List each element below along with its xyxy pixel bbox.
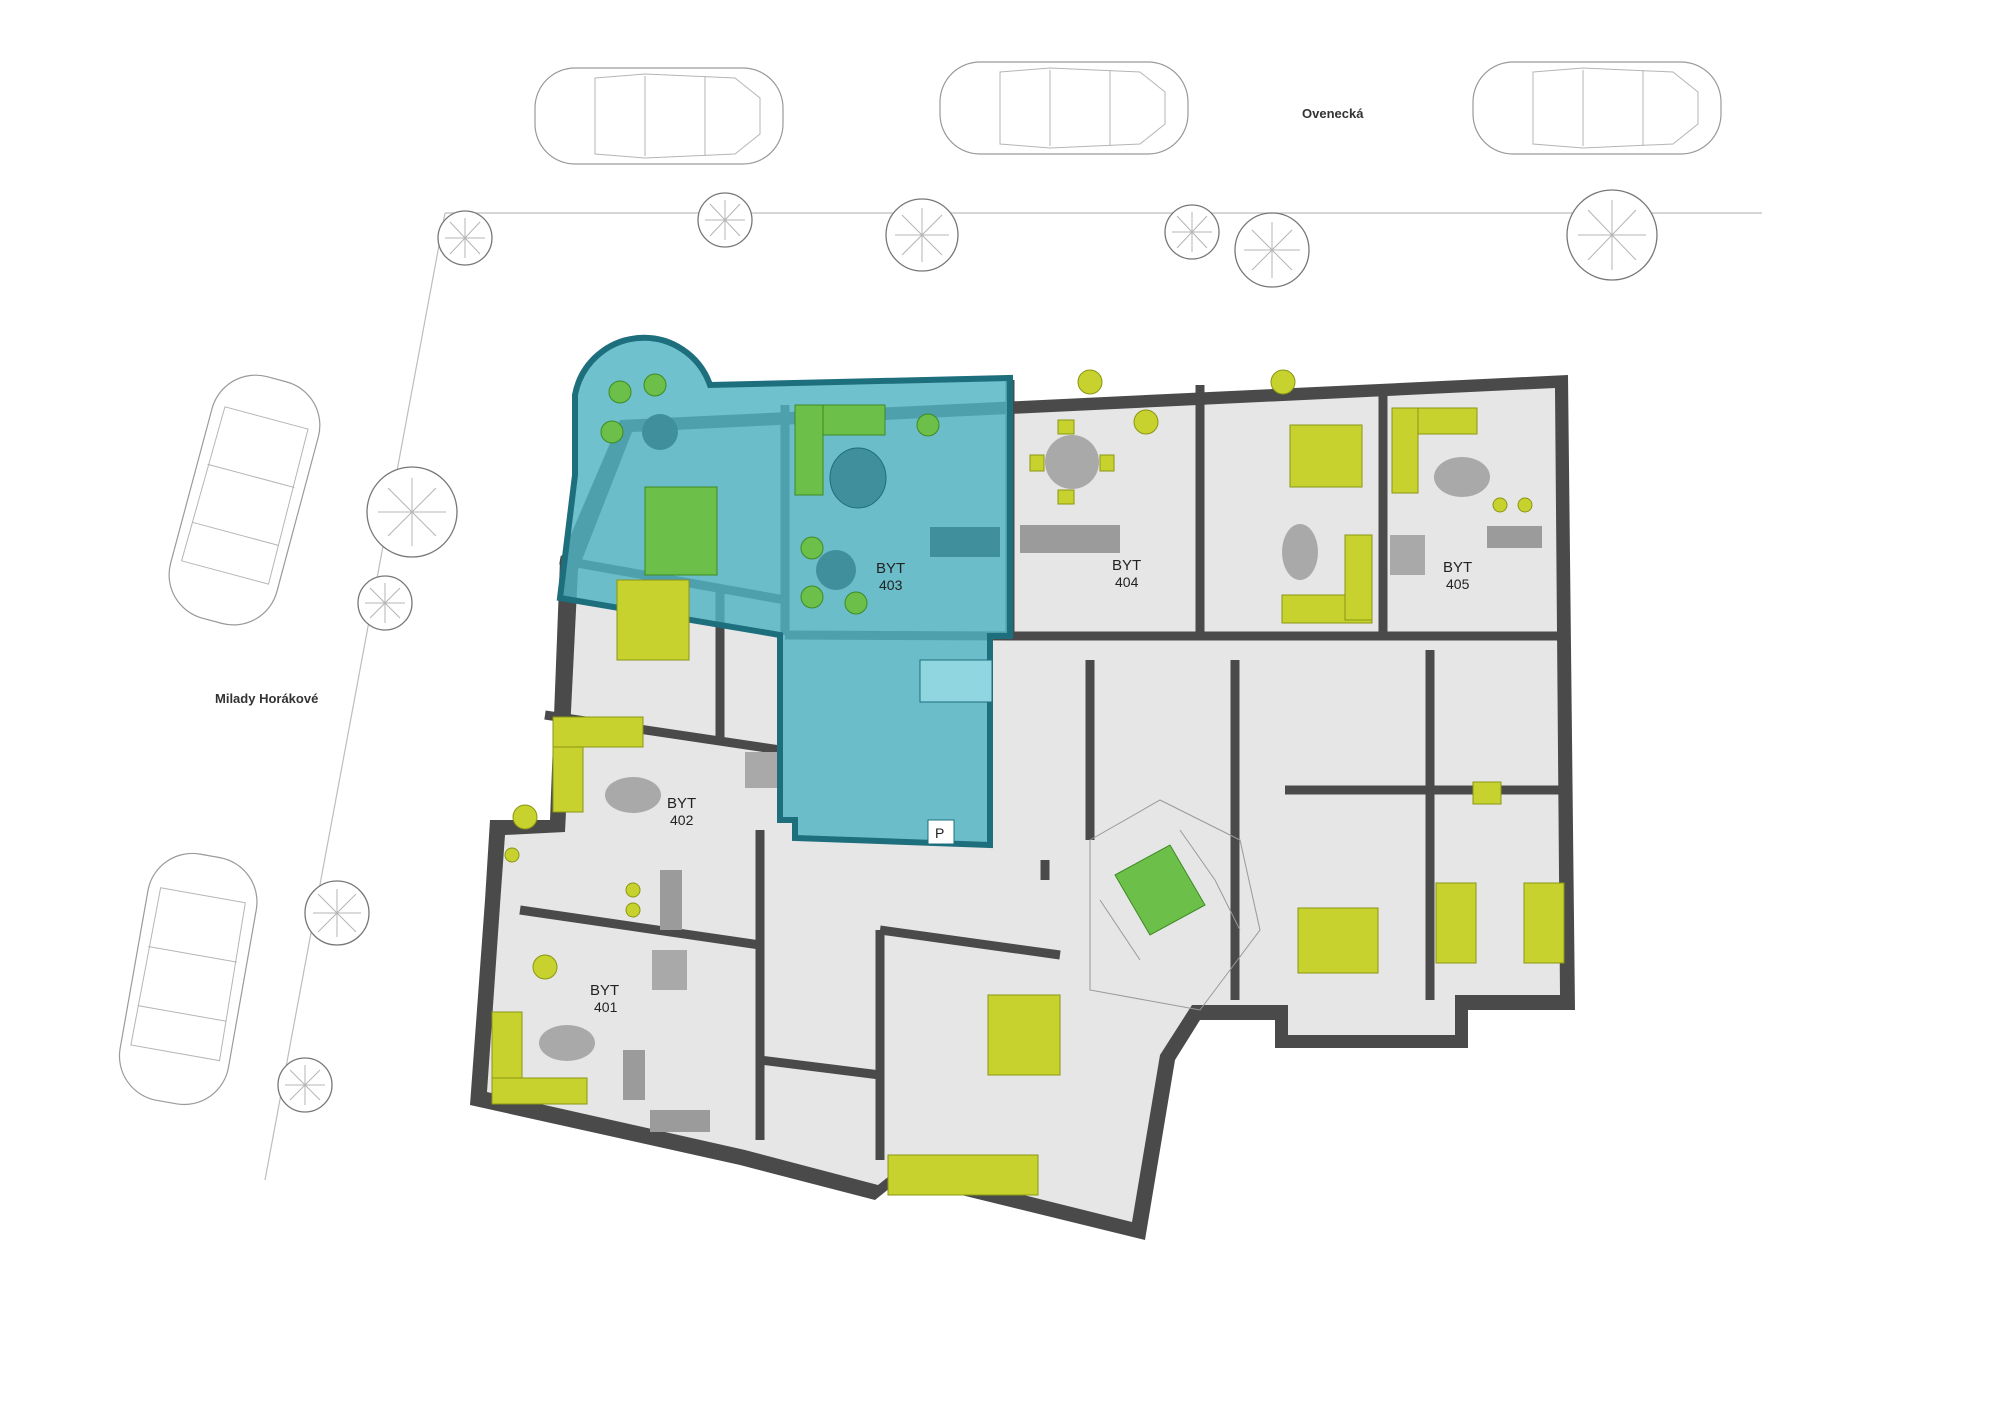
stool-icon xyxy=(1492,497,1508,513)
sofa-icon xyxy=(1391,407,1419,494)
unit-402: BYT 402 xyxy=(504,579,777,930)
sofa-icon xyxy=(491,1077,588,1105)
table-icon xyxy=(605,777,661,813)
chair-icon xyxy=(512,804,538,830)
kitchen-counter xyxy=(623,1050,645,1100)
tree-icon xyxy=(304,880,370,946)
unit-405: BYT 405 xyxy=(1390,407,1542,592)
sofa-icon xyxy=(1344,534,1373,621)
unit-402-label-line1: BYT xyxy=(667,795,696,812)
stool-icon xyxy=(625,902,641,918)
sofa-icon xyxy=(794,404,824,496)
sofa-icon xyxy=(552,716,644,748)
unit-403-label-line2: 403 xyxy=(879,577,903,593)
unit-404-bedroom xyxy=(1270,369,1373,624)
bathtub-icon xyxy=(919,659,993,703)
chair-icon xyxy=(844,591,868,615)
chair-icon xyxy=(1057,489,1075,505)
south-bedrooms xyxy=(887,781,1565,1196)
desk-icon xyxy=(1472,781,1502,805)
car-left-1 xyxy=(168,374,321,626)
chair-icon xyxy=(800,585,824,609)
table-icon xyxy=(829,447,887,509)
tree-icon xyxy=(357,575,413,631)
kitchen-counter xyxy=(1020,525,1120,553)
bed-icon xyxy=(644,486,718,576)
chair-icon xyxy=(916,413,940,437)
tree-icon xyxy=(1566,189,1658,281)
car-top-1 xyxy=(534,67,784,165)
bed-icon xyxy=(987,994,1061,1076)
car-top-3 xyxy=(1472,61,1722,155)
table-icon xyxy=(1434,457,1490,497)
tree-icon xyxy=(1234,212,1310,288)
parking-marker: P xyxy=(935,825,944,841)
chair-icon xyxy=(1270,369,1296,395)
bed-icon xyxy=(1289,424,1363,488)
stool-icon xyxy=(625,882,641,898)
chair-icon xyxy=(1029,454,1045,472)
kitchen-counter xyxy=(650,1110,710,1132)
unit-402-label-line2: 402 xyxy=(670,812,694,828)
stair-core xyxy=(1114,844,1206,936)
kitchen-counter xyxy=(1487,526,1542,548)
bed-icon xyxy=(1523,882,1565,964)
unit-401-label-line1: BYT xyxy=(590,982,619,999)
chair-icon xyxy=(1133,409,1159,435)
unit-403-label-line1: BYT xyxy=(876,560,905,577)
chair-icon xyxy=(1099,454,1115,472)
street-label-left: Milady Horákové xyxy=(215,691,318,706)
stool-icon xyxy=(504,847,520,863)
table-icon xyxy=(652,950,687,990)
table-icon xyxy=(816,550,856,590)
tree-icon xyxy=(885,198,959,272)
table-icon xyxy=(642,414,678,450)
kitchen-counter xyxy=(930,527,1000,557)
tree-icon xyxy=(277,1057,333,1113)
table-icon xyxy=(1045,435,1099,489)
bed-icon xyxy=(616,579,690,661)
stool-icon xyxy=(1517,497,1533,513)
car-left-2 xyxy=(118,852,258,1106)
tree-icon xyxy=(697,192,753,248)
table-icon xyxy=(1390,535,1425,575)
street-lines xyxy=(264,212,1762,1181)
chair-icon xyxy=(608,380,632,404)
unit-401: BYT 401 xyxy=(491,950,710,1132)
unit-405-label-line2: 405 xyxy=(1446,576,1470,592)
unit-404-label-line2: 404 xyxy=(1115,574,1139,590)
street-label-top: Ovenecká xyxy=(1302,106,1364,121)
bed-icon xyxy=(1297,907,1379,974)
table-icon xyxy=(1282,524,1318,580)
kitchen-counter xyxy=(660,870,682,930)
unit-404: BYT 404 xyxy=(1020,369,1159,590)
table-icon xyxy=(745,752,777,788)
table-icon xyxy=(539,1025,595,1061)
chair-icon xyxy=(643,373,667,397)
chair-icon xyxy=(800,536,824,560)
chair-icon xyxy=(1077,369,1103,395)
chair-icon xyxy=(532,954,558,980)
unit-403-highlight: BYT 403 P xyxy=(556,334,1013,849)
unit-404-label-line1: BYT xyxy=(1112,557,1141,574)
tree-icon xyxy=(366,466,458,558)
staircase xyxy=(1089,799,1261,1011)
chair-icon xyxy=(1057,419,1075,435)
car-top-2 xyxy=(939,61,1189,155)
unit-401-label-line2: 401 xyxy=(594,999,618,1015)
bed-icon xyxy=(887,1154,1039,1196)
tree-icon xyxy=(437,210,493,266)
bed-icon xyxy=(1435,882,1477,964)
unit-405-label-line1: BYT xyxy=(1443,559,1472,576)
tree-icon xyxy=(1164,204,1220,260)
trees xyxy=(277,189,1658,1113)
chair-icon xyxy=(600,420,624,444)
